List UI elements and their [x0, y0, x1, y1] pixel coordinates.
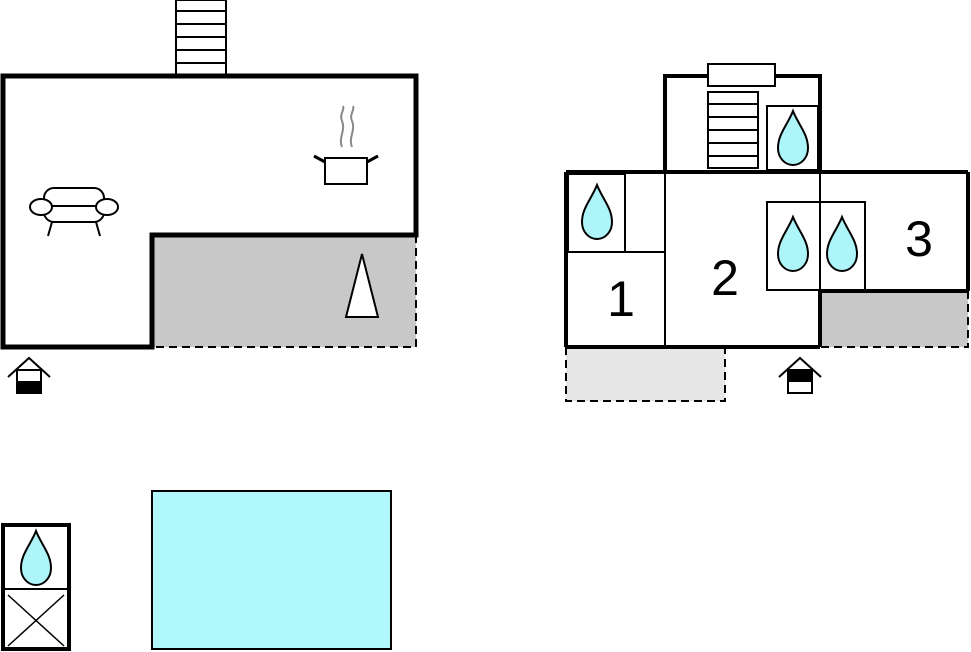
room-label: 1	[607, 271, 635, 327]
room-label: 2	[711, 250, 739, 306]
room-label: 3	[905, 211, 933, 267]
cooking-pot-icon	[313, 105, 379, 185]
sofa-icon	[29, 187, 119, 237]
covered-terrace	[152, 235, 416, 347]
ground-floor	[0, 0, 419, 394]
fireplace-icon	[344, 253, 380, 318]
open-terrace	[566, 347, 725, 401]
ground-floor-walls	[0, 73, 419, 350]
pool	[151, 490, 392, 650]
balcony	[820, 291, 968, 347]
outbuilding	[1, 523, 71, 651]
stairs-icon	[175, 0, 227, 77]
entrance-house-icon	[778, 356, 822, 394]
upper-floor: 1 2 3	[564, 63, 970, 402]
entrance-house-icon	[7, 356, 51, 394]
stairs-icon	[707, 91, 759, 169]
